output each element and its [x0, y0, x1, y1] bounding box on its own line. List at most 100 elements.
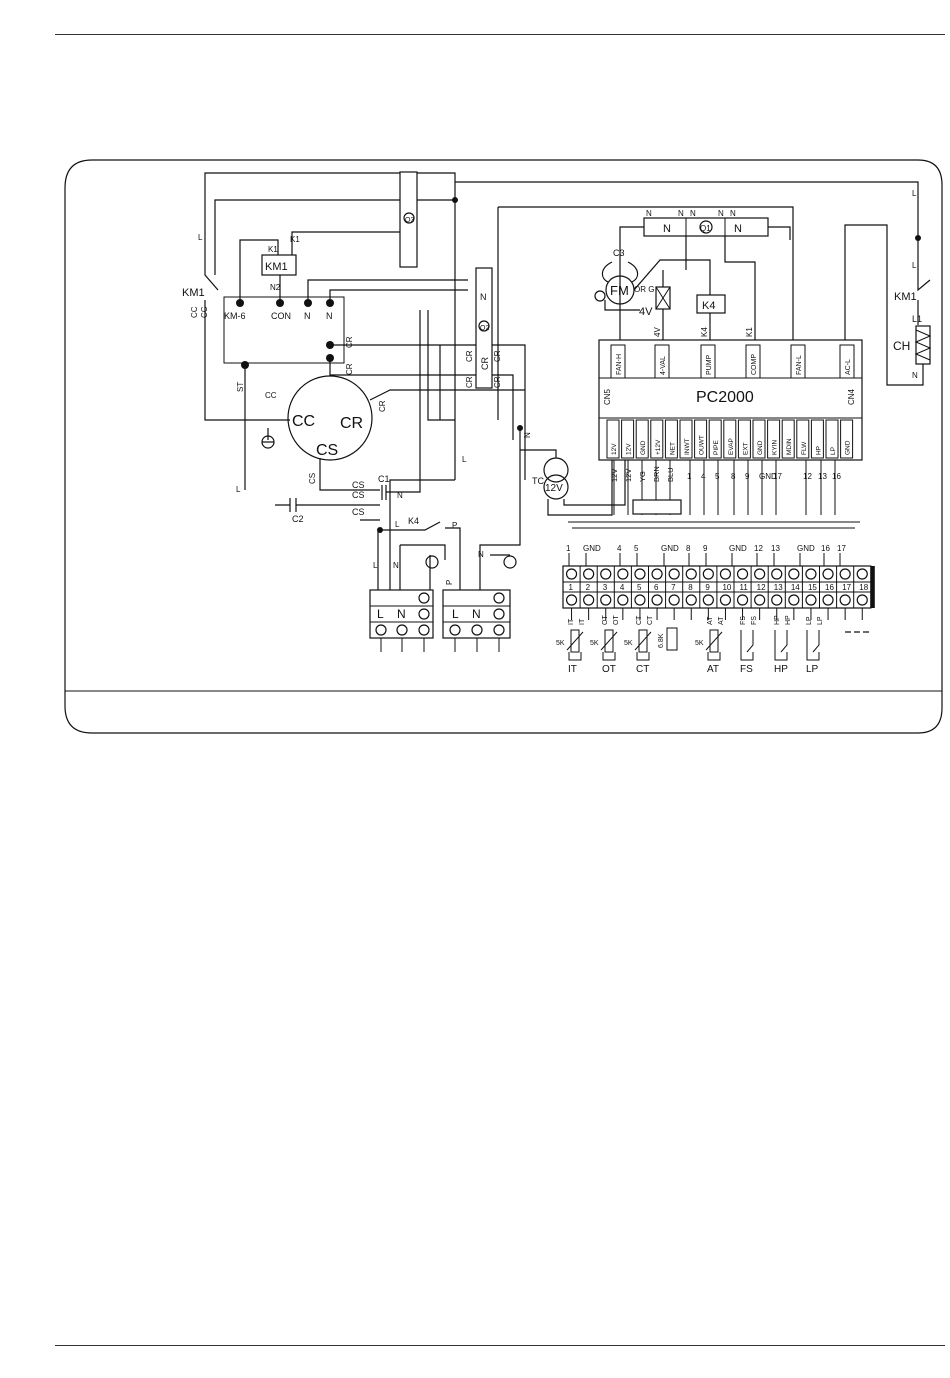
- bottom-pin-label: NET: [669, 442, 676, 455]
- wire-number-label: 12V: [624, 469, 633, 482]
- terminal-screw: [565, 568, 578, 580]
- sensor-label: HP: [774, 664, 788, 675]
- terminal-number: 14: [791, 583, 800, 592]
- terminal-top-label: 5: [634, 544, 639, 553]
- heater-zigzag: [914, 329, 932, 361]
- l-right-label-2: L: [912, 261, 917, 270]
- terminal-screw: [856, 568, 868, 580]
- cr-side-1: CR: [465, 350, 474, 362]
- terminal-screw: [719, 594, 732, 606]
- wire-number-label: YG: [638, 471, 647, 482]
- wire-number-label: BRN: [652, 466, 661, 482]
- tc-label: TC: [532, 476, 544, 486]
- cr-label-3: CR: [378, 400, 387, 412]
- top-wire-4v: 4V: [653, 327, 662, 337]
- wire-n-top: [307, 279, 468, 300]
- l-right-label-1: L: [912, 189, 917, 198]
- bottom-pin: [650, 419, 664, 459]
- wire-number-label: 17: [773, 472, 782, 481]
- top-connector: [654, 344, 670, 379]
- q3-label: Q3: [405, 217, 414, 224]
- ground-icon-2: [425, 555, 439, 569]
- sensor-resistance: 5K: [624, 640, 633, 647]
- terminal-top-label: 13: [771, 544, 780, 553]
- wire-cr-2: [329, 358, 514, 440]
- terminal-number: 4: [620, 583, 625, 592]
- pb2-ground-terminal: [493, 608, 505, 620]
- bottom-pin: [606, 419, 620, 459]
- terminal-screw: [839, 594, 851, 606]
- sensor-switch: [774, 630, 788, 653]
- terminal-screw: [565, 594, 578, 606]
- top-connector: [790, 344, 806, 379]
- wire-tc-in: [520, 449, 557, 458]
- sensor-label: LP: [806, 664, 819, 675]
- bottom-pin: [635, 419, 649, 459]
- terminal-top-label: 1: [566, 544, 571, 553]
- tc-voltage: 12V: [545, 483, 563, 494]
- board-cn4: CN4: [847, 388, 856, 405]
- terminal-screw: [771, 594, 783, 606]
- sensor-resistance: 5K: [590, 640, 599, 647]
- terminal-screw: [634, 568, 646, 580]
- terminal-screw: [617, 568, 629, 580]
- terminal-screw: [771, 568, 783, 580]
- terminal-screw: [668, 568, 680, 580]
- terminal-screw: [754, 568, 766, 580]
- top-connector-label: FAN-L: [796, 355, 803, 375]
- terminal-top-label: 8: [686, 544, 691, 553]
- q1-ring: [699, 220, 713, 234]
- sensor-resistance: 5K: [556, 640, 565, 647]
- terminal-number: 11: [740, 583, 749, 592]
- header-rule: [55, 34, 945, 35]
- compressor-cs: CS: [316, 442, 338, 459]
- cr-side-4: CR: [493, 350, 502, 362]
- terminal-screw: [600, 594, 612, 606]
- sensor-pin-label: CT: [636, 615, 643, 625]
- bottom-pin-label: +12V: [655, 439, 662, 455]
- pb1-l: L: [377, 607, 384, 621]
- protector-q2: [475, 267, 493, 389]
- contactor-label-2: N: [304, 311, 311, 321]
- k4-relay-box: [696, 294, 726, 314]
- terminal-number: 10: [722, 583, 731, 592]
- cr-side-2: CR: [465, 376, 474, 388]
- valve-4v-x: [655, 286, 671, 310]
- top-connector-label: COMP: [751, 354, 758, 375]
- terminal-top-label: GND: [729, 544, 747, 553]
- terminal-screw: [702, 594, 714, 606]
- footer-rule: [55, 1345, 945, 1346]
- n-q2-label: N: [480, 292, 487, 302]
- terminal-screw: [822, 594, 834, 606]
- wire-top-l: [204, 172, 456, 238]
- terminal-number: 6: [654, 583, 659, 592]
- power-block-2: [442, 589, 511, 639]
- c3-label: C3: [613, 248, 625, 258]
- q1-n-1: N: [663, 223, 671, 235]
- terminal-screw: [617, 594, 629, 606]
- contactor-label-3: N: [326, 311, 333, 321]
- bottom-pin: [825, 419, 839, 459]
- wire-cr-compressor: [369, 389, 525, 401]
- connector-shroud: [632, 499, 682, 515]
- junction-dot: [452, 197, 458, 203]
- resistor-6-8k: [666, 627, 678, 651]
- bottom-pin-label: PIPE: [713, 440, 720, 455]
- wire-number-label: GND: [759, 472, 777, 481]
- pc2000-board: [598, 339, 863, 461]
- sensor-thermistor: [709, 629, 719, 653]
- bottom-pin-label: GND: [757, 440, 764, 455]
- terminal-screw: [600, 568, 612, 580]
- contactor-label-1: CON: [271, 311, 291, 321]
- terminal-screw: [719, 568, 732, 580]
- terminal-screw: [583, 568, 595, 580]
- bottom-pin-label: INWT: [684, 438, 691, 455]
- terminal-top-label: GND: [661, 544, 679, 553]
- q1-n-6: N: [718, 209, 724, 218]
- cr-label-1: CR: [345, 336, 354, 348]
- bottom-pin: [694, 419, 708, 459]
- sensor-pin-label: LP: [806, 616, 813, 625]
- top-connector-label: PUMP: [706, 354, 713, 375]
- sensor-switch: [806, 630, 820, 653]
